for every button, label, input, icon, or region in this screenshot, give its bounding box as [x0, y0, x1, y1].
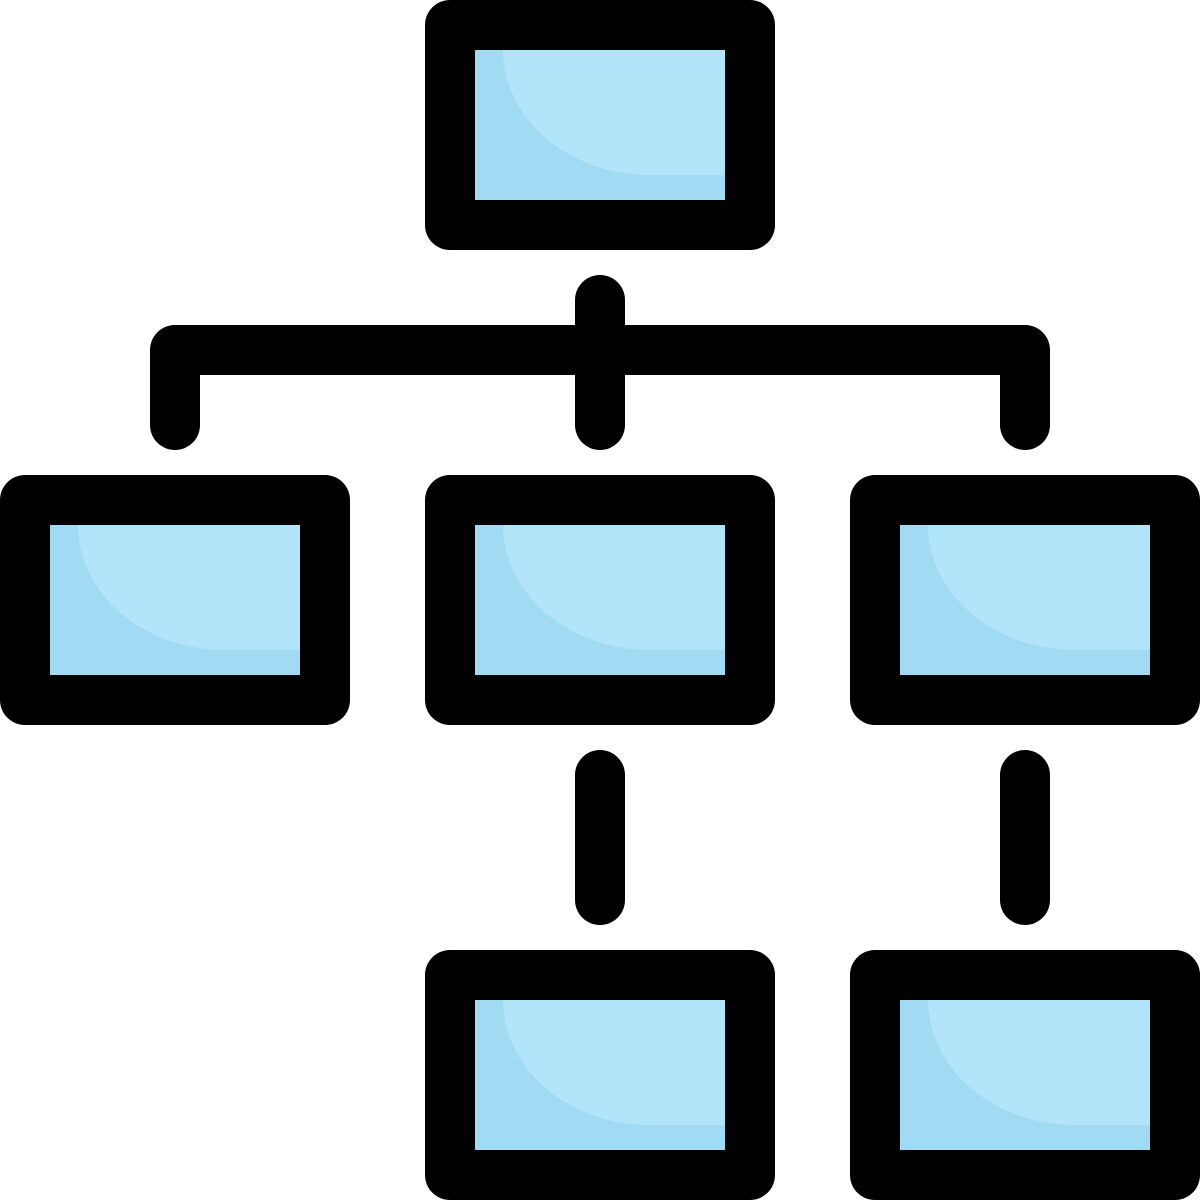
node-child-middle-frame — [425, 475, 775, 725]
connector-branch-bar — [150, 325, 1050, 450]
node-child-right-highlight — [928, 525, 1150, 650]
node-child-right-frame — [850, 475, 1200, 725]
node-root-highlight — [503, 50, 725, 175]
node-child-left-frame — [0, 475, 350, 725]
node-grandchild-middle-highlight — [503, 1000, 725, 1125]
node-grandchild-middle-frame — [425, 950, 775, 1200]
node-grandchild-right-frame — [850, 950, 1200, 1200]
node-grandchild-right-highlight — [928, 1000, 1150, 1125]
node-child-left-highlight — [78, 525, 300, 650]
node-child-middle-highlight — [503, 525, 725, 650]
node-root-frame — [425, 0, 775, 250]
